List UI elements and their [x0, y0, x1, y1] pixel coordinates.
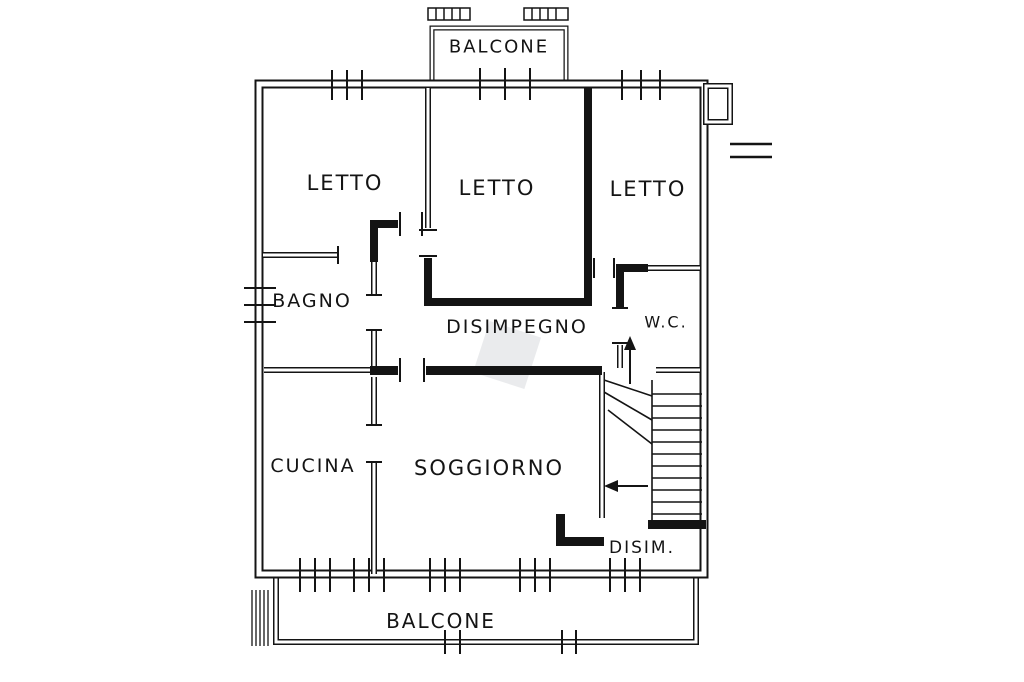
label-balcone-top: BALCONE	[448, 36, 550, 58]
label-letto-2: LETTO	[458, 176, 536, 200]
door-jambs	[337, 212, 628, 463]
label-disimpegno: DISIMPEGNO	[446, 316, 588, 338]
label-letto-1: LETTO	[306, 171, 384, 195]
balcony-bottom-walls	[251, 574, 699, 654]
exterior-wall	[254, 79, 772, 579]
balcony-edge-ticks	[444, 630, 577, 654]
interior-walls	[263, 88, 700, 574]
label-bagno: BAGNO	[272, 290, 352, 312]
label-wc: W.C.	[644, 312, 688, 332]
label-soggiorno: SOGGIORNO	[414, 456, 564, 480]
label-balcone-bottom: BALCONE	[386, 609, 496, 633]
label-cucina: CUCINA	[270, 455, 356, 477]
stair-direction-arrow	[604, 336, 648, 492]
window-ticks	[244, 68, 661, 592]
thick-walls	[370, 88, 706, 546]
label-disim: DISIM.	[609, 538, 675, 558]
hatch-pier	[251, 590, 269, 646]
label-letto-3: LETTO	[609, 177, 687, 201]
railing	[427, 7, 569, 21]
staircase	[603, 379, 702, 520]
